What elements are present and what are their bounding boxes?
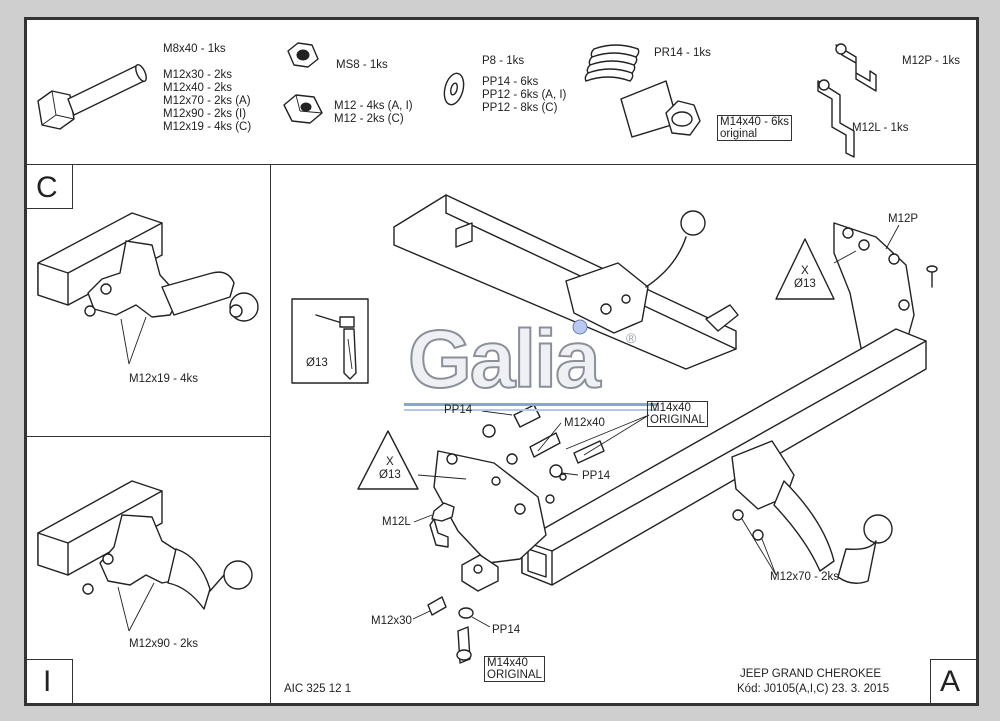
m14-top-line1: M14x40 [650,402,691,414]
m14-bot-line2: ORIGINAL [487,669,542,681]
variant-c-letter: C [36,171,58,204]
x-triangle-left [357,430,419,490]
m14-top-line2: ORIGINAL [650,414,705,426]
kod-date: Kód: J0105(A,I,C) 23. 3. 2015 [737,683,890,695]
m12x30-callout: M12x30 [371,615,412,627]
m12p-bracket-icon [835,43,877,92]
panel-c-drawing [37,212,259,365]
x-right-label: X Ø13 [794,265,816,291]
nut-m12-line2: M12 - 2ks (C) [334,113,404,125]
bolt-m12x19: M12x19 - 4ks (C) [163,121,252,133]
bolt-m12x40: M12x40 - 2ks [163,82,233,94]
drill-diameter: Ø13 [306,357,328,369]
washer-icon [443,72,465,106]
svg-text:®: ® [626,330,637,346]
loose-hardware [427,404,605,664]
m12l-label: M12L - 1ks [852,122,909,134]
washer-pp14: PP14 - 6ks [482,76,539,88]
m14-line1: M14x40 - 6ks [720,116,790,128]
bolt-list: M8x40 - 1ks M12x30 - 2ks M12x40 - 2ks M1… [163,43,251,134]
variant-c-box [26,164,73,209]
m14-bot-callout: M14x40 ORIGINAL [484,656,545,682]
galia-logo-mark: Galia ® [404,315,658,411]
drill-detail [291,298,369,384]
pp14-bot-callout: PP14 [492,624,521,636]
washer-p8: P8 - 1ks [482,55,525,67]
drawing-sheet: C I A [24,17,979,706]
bolt-icon [37,63,147,130]
variant-i-box [26,659,73,704]
panel-c-bolt-label: M12x19 - 4ks [129,373,199,385]
m12l-callout: M12L [382,516,411,528]
variant-a-box [930,659,977,704]
leader-lines [412,224,900,628]
bolt-m12x30: M12x30 - 2ks [163,69,233,81]
nut-m12-label: M12 - 4ks (A, I) M12 - 2ks (C) [334,100,413,126]
x-right-line2: Ø13 [794,278,816,290]
panel-i-bolt-label: M12x90 - 2ks [129,638,199,650]
pp14-top-callout: PP14 [444,404,473,416]
washer-list: P8 - 1ks PP14 - 6ks PP12 - 6ks (A, I) PP… [482,55,566,115]
m14-bolt-icon [620,80,701,138]
washer-pp12-ai: PP12 - 6ks (A, I) [482,89,567,101]
bolt-m12x90: M12x90 - 2ks (I) [163,108,247,120]
nut-ms8-icon [287,42,319,68]
nut-ms8-label: MS8 - 1ks [336,59,388,71]
x-triangle-right [775,238,835,300]
m12x40-callout: M12x40 [564,417,605,429]
crossbar-tube [521,328,927,586]
galia-logo: Galia ® [404,315,664,415]
x-left-label: X Ø13 [379,456,401,482]
spring-label: PR14 - 1ks [654,47,711,59]
m14-label: M14x40 - 6ks original [717,115,793,141]
variant-i-letter: I [43,665,52,698]
tow-ball-neck [731,440,893,584]
x-left-line2: Ø13 [379,469,401,481]
washer-pp12-c: PP12 - 8ks (C) [482,102,558,114]
m14-top-callout: M14x40 ORIGINAL [647,401,708,427]
pp14-mid-callout: PP14 [582,470,611,482]
x-left-line1: X [386,456,394,468]
m12l-bracket-icon [817,79,855,158]
vehicle-frame [393,194,739,370]
bolt-m12x70: M12x70 - 2ks (A) [163,95,251,107]
x-right-line1: X [801,265,809,277]
nut-m12-icon [283,94,323,124]
m12p-label: M12P - 1ks [902,55,960,67]
m14-line2: original [720,128,758,140]
drawing-code: AIC 325 12 1 [284,683,352,695]
bolt-m8x40: M8x40 - 1ks [163,43,226,55]
vehicle-name: JEEP GRAND CHEROKEE [740,668,882,680]
panel-i-drawing [37,480,253,632]
m14-bot-line1: M14x40 [487,657,528,669]
svg-text:Galia: Galia [408,315,602,405]
assembly-drawing [37,42,938,664]
nut-m12-line1: M12 - 4ks (A, I) [334,100,413,112]
spring-icon [584,44,640,82]
variant-a-letter: A [940,665,961,698]
m12x70-callout: M12x70 - 2ks [770,571,840,583]
m12p-callout: M12P [888,213,919,225]
panel-a [270,164,977,704]
